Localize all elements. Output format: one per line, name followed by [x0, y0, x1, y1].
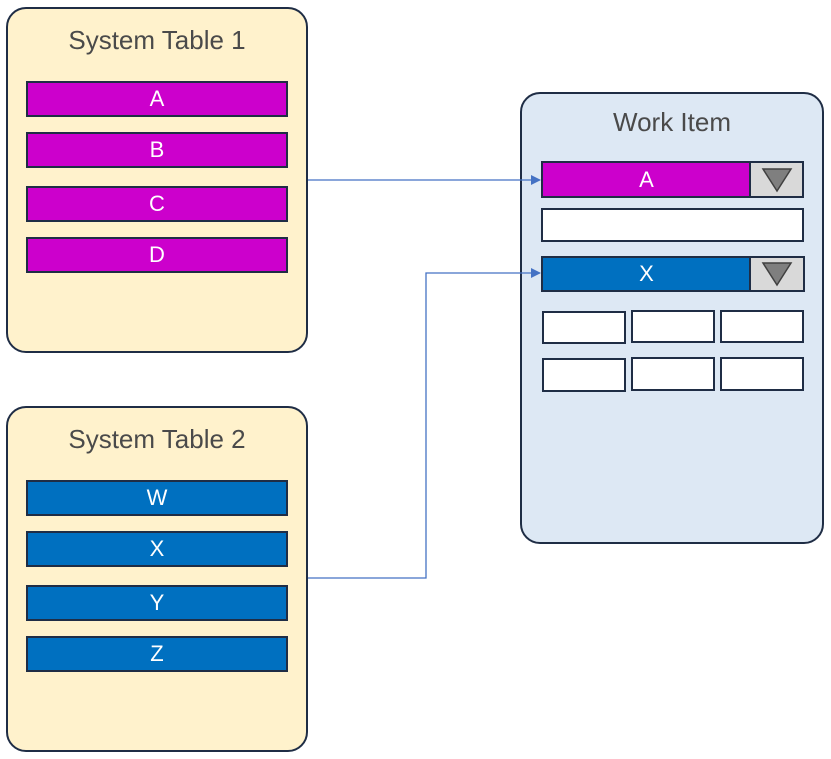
work-item-field-1-dropdown-button[interactable] [749, 161, 804, 198]
triangle-down-icon [761, 262, 793, 287]
table-2-item-z: Z [26, 636, 288, 672]
work-item-field-2-dropdown-button[interactable] [749, 256, 805, 292]
work-item-field-1-select[interactable]: A [541, 161, 752, 198]
work-item-field-2-select[interactable]: X [541, 256, 752, 292]
table-1-item-c: C [26, 186, 288, 222]
triangle-down-icon [761, 167, 792, 192]
table-1-item-a: A [26, 81, 288, 117]
table-2-item-x: X [26, 531, 288, 567]
system-table-1-title: System Table 1 [68, 25, 246, 55]
table-2-item-w: W [26, 480, 288, 516]
table-1-item-d: D [26, 237, 288, 273]
system-table-1: System Table 1 [6, 7, 308, 353]
work-item-grid-cell[interactable] [720, 357, 804, 391]
work-item-grid-cell[interactable] [542, 311, 626, 344]
connector-table-2-to-field-2 [308, 268, 541, 579]
system-table-2: System Table 2 [6, 406, 308, 752]
system-table-2-title: System Table 2 [68, 424, 246, 454]
work-item-grid-cell[interactable] [631, 310, 715, 343]
table-2-item-y: Y [26, 585, 288, 621]
work-item-text-field[interactable] [541, 208, 804, 242]
work-item-grid-cell[interactable] [542, 358, 626, 392]
work-item-grid-cell[interactable] [720, 310, 804, 343]
table-1-item-b: B [26, 132, 288, 168]
work-item-grid-cell[interactable] [631, 357, 715, 391]
work-item-title: Work Item [613, 107, 731, 137]
